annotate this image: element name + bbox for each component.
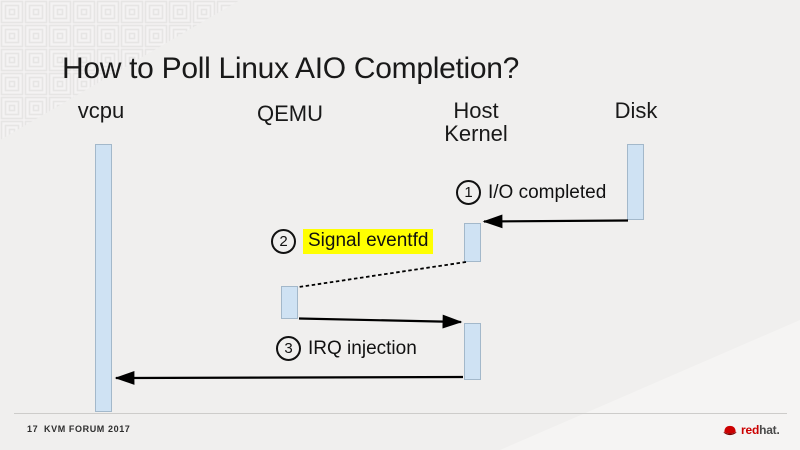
lifeline-bar-vcpu	[95, 144, 112, 412]
redhat-logo-text: redhat.	[741, 423, 780, 437]
activation-bar-host-kernel-2	[464, 323, 481, 380]
dashed-line-host-kernel-to-qemu	[298, 261, 467, 288]
redhat-logo: redhat.	[722, 422, 780, 437]
lane-label-vcpu: vcpu	[77, 98, 125, 123]
arrow-qemu-to-host-kernel	[298, 314, 463, 329]
step-number-1: 1	[456, 180, 481, 205]
step-label-irq-injection: IRQ injection	[308, 337, 417, 359]
slide-title: How to Poll Linux AIO Completion?	[62, 52, 520, 85]
step-signal-eventfd: 2 Signal eventfd	[271, 229, 434, 254]
activation-bar-qemu	[281, 286, 298, 319]
arrow-disk-to-host-kernel	[482, 214, 629, 229]
page-number: 17	[27, 424, 39, 434]
step-irq-injection: 3 IRQ injection	[276, 336, 417, 361]
step-io-completed: 1 I/O completed	[456, 180, 606, 205]
lane-label-host-kernel: Host Kernel	[444, 98, 508, 146]
footer-event-text: KVM FORUM 2017	[44, 424, 131, 434]
lane-label-disk: Disk	[614, 98, 658, 123]
footer-divider	[14, 413, 787, 414]
step-label-io-completed: I/O completed	[488, 181, 607, 203]
arrow-host-kernel-to-vcpu	[114, 371, 464, 385]
redhat-hat-icon	[723, 425, 737, 435]
step-number-2: 2	[271, 229, 296, 254]
logo-red-text: red	[741, 422, 760, 437]
lifeline-bar-disk	[627, 144, 644, 220]
step-number-3: 3	[276, 336, 301, 361]
lane-label-qemu: QEMU	[257, 101, 323, 126]
step-label-signal-eventfd: Signal eventfd	[303, 229, 434, 254]
logo-hat-text: hat.	[759, 422, 780, 437]
activation-bar-host-kernel-1	[464, 223, 481, 262]
